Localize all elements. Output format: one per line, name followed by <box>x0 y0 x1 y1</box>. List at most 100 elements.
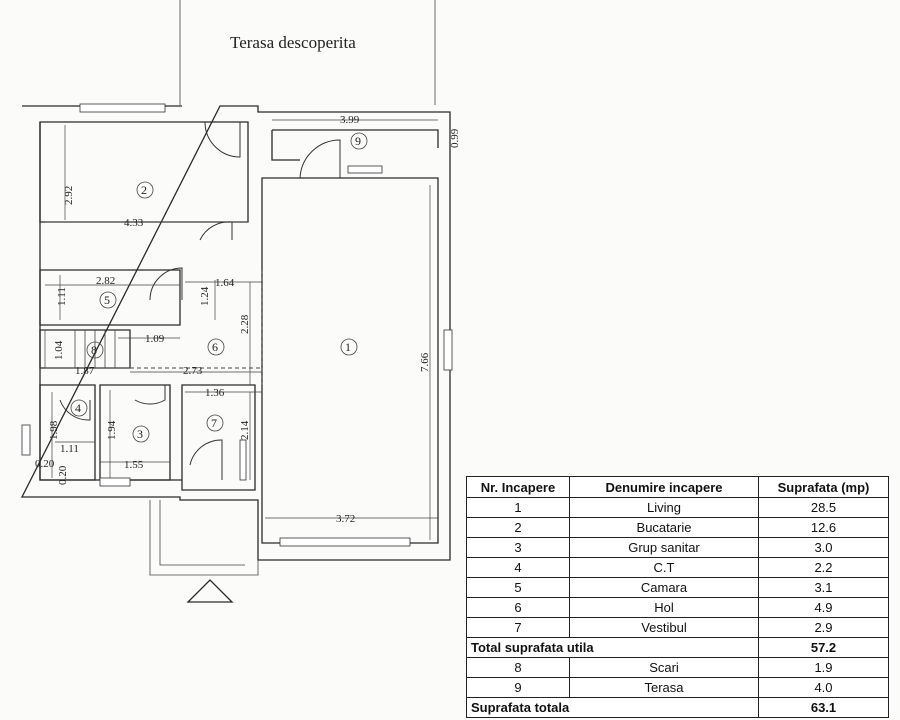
room-area-cell: 2.9 <box>758 617 889 638</box>
room-area-cell: 4.9 <box>758 597 889 618</box>
table-row: 7 Vestibul 2.9 <box>466 617 889 638</box>
room-name-cell: Vestibul <box>569 617 759 638</box>
room-number: 6 <box>212 340 218 354</box>
dim-label: 2.92 <box>63 186 75 205</box>
room-name-cell: Grup sanitar <box>569 537 759 558</box>
room-number: 1 <box>345 340 351 354</box>
table-row: 2 Bucatarie 12.6 <box>466 517 889 538</box>
stairs <box>74 330 116 368</box>
room-nr-cell: 4 <box>466 557 570 578</box>
total-util-row: Total suprafata utila 57.2 <box>466 637 889 658</box>
entrance-marker-icon <box>186 579 234 603</box>
vestibule-wall <box>181 384 256 491</box>
dim-label: 1.11 <box>56 287 68 306</box>
room-name-cell: Camara <box>569 577 759 598</box>
entrance-steps <box>149 500 259 576</box>
room-nr-cell: 7 <box>466 617 570 638</box>
table-row: 9 Terasa 4.0 <box>466 677 889 698</box>
room-area-cell: 4.0 <box>758 677 889 698</box>
dim-label: 2.28 <box>239 314 251 334</box>
total-util-value: 57.2 <box>758 637 889 658</box>
column-header: Denumire incapere <box>569 476 759 498</box>
dim-label: 1.87 <box>75 365 95 377</box>
dim-label: 4.33 <box>124 217 144 229</box>
room-area-cell: 28.5 <box>758 497 889 518</box>
dim-label: 2.73 <box>183 365 203 377</box>
dim-label: 1.04 <box>53 340 65 360</box>
table-row: 6 Hol 4.9 <box>466 597 889 618</box>
room-number: 5 <box>104 293 110 307</box>
room-area-cell: 2.2 <box>758 557 889 578</box>
window-kitchen <box>79 103 166 113</box>
dim-label: 1.36 <box>205 387 225 399</box>
table-row: 3 Grup sanitar 3.0 <box>466 537 889 558</box>
room-number: 2 <box>141 183 147 197</box>
dim-label: 0.20 <box>57 465 69 485</box>
room-nr-cell: 2 <box>466 517 570 538</box>
total-row: Suprafata totala 63.1 <box>466 697 889 718</box>
room-number: 7 <box>211 416 217 430</box>
room-number: 4 <box>75 401 81 415</box>
room-name-cell: Terasa <box>569 677 759 698</box>
dim-label: 3.72 <box>336 513 355 525</box>
room-area-cell: 3.0 <box>758 537 889 558</box>
room-name-cell: Hol <box>569 597 759 618</box>
room-area-cell: 1.9 <box>758 657 889 678</box>
dim-label: 1.55 <box>124 459 144 471</box>
door-arcs <box>59 121 341 480</box>
living-wall <box>261 177 439 544</box>
room-nr-cell: 3 <box>466 537 570 558</box>
dim-label: 3.99 <box>340 114 360 126</box>
terrace-label: Terasa descoperita <box>230 33 356 52</box>
window-bath <box>99 477 131 487</box>
room-nr-cell: 5 <box>466 577 570 598</box>
column-header: Nr. Incapere <box>466 476 570 498</box>
dim-label: 7.66 <box>419 352 431 372</box>
dim-label: 1.09 <box>145 333 165 345</box>
table-row: 5 Camara 3.1 <box>466 577 889 598</box>
window-terrace <box>347 165 383 174</box>
total-value: 63.1 <box>758 697 889 718</box>
room-nr-cell: 9 <box>466 677 570 698</box>
area-table: Nr. Incapere Denumire incapere Suprafata… <box>466 476 889 718</box>
window-vestibule <box>239 439 247 481</box>
window-living-right <box>443 329 453 371</box>
room-area-cell: 12.6 <box>758 517 889 538</box>
room-name-cell: Bucatarie <box>569 517 759 538</box>
table-row: 8 Scari 1.9 <box>466 657 889 678</box>
terrace-room-wall <box>271 129 439 161</box>
dim-label: 0.20 <box>35 458 55 470</box>
window-ct <box>21 424 31 456</box>
dim-label: 2.82 <box>96 275 115 287</box>
window-living-bottom <box>279 537 411 547</box>
room-markers: 1 2 3 4 5 6 7 8 9 <box>70 132 368 443</box>
room-name-cell: Scari <box>569 657 759 678</box>
dim-label: 1.94 <box>106 420 118 440</box>
room-area-cell: 3.1 <box>758 577 889 598</box>
inner-wall-outline <box>39 121 249 223</box>
dim-label: 1.64 <box>215 277 235 289</box>
room-nr-cell: 1 <box>466 497 570 518</box>
table-row: 4 C.T 2.2 <box>466 557 889 578</box>
table-header-row: Nr. Incapere Denumire incapere Suprafata… <box>466 476 889 498</box>
room-number: 9 <box>355 134 361 148</box>
dim-label: 1.24 <box>199 286 211 306</box>
dim-label: 1.98 <box>48 420 60 440</box>
dim-label: 2.14 <box>239 420 251 440</box>
dim-label: 1.11 <box>60 443 79 455</box>
outer-inner-line <box>39 122 182 481</box>
column-header: Suprafata (mp) <box>758 476 889 498</box>
room-nr-cell: 8 <box>466 657 570 678</box>
dim-label: 0.99 <box>449 128 461 148</box>
total-util-label: Total suprafata utila <box>466 637 759 658</box>
room-name-cell: C.T <box>569 557 759 578</box>
room-number: 3 <box>137 427 143 441</box>
room-number: 8 <box>91 343 97 357</box>
dimension-lines <box>44 119 438 540</box>
total-label: Suprafata totala <box>466 697 759 718</box>
outer-wall <box>20 105 451 561</box>
room-name-cell: Living <box>569 497 759 518</box>
table-row: 1 Living 28.5 <box>466 497 889 518</box>
room-nr-cell: 6 <box>466 597 570 618</box>
